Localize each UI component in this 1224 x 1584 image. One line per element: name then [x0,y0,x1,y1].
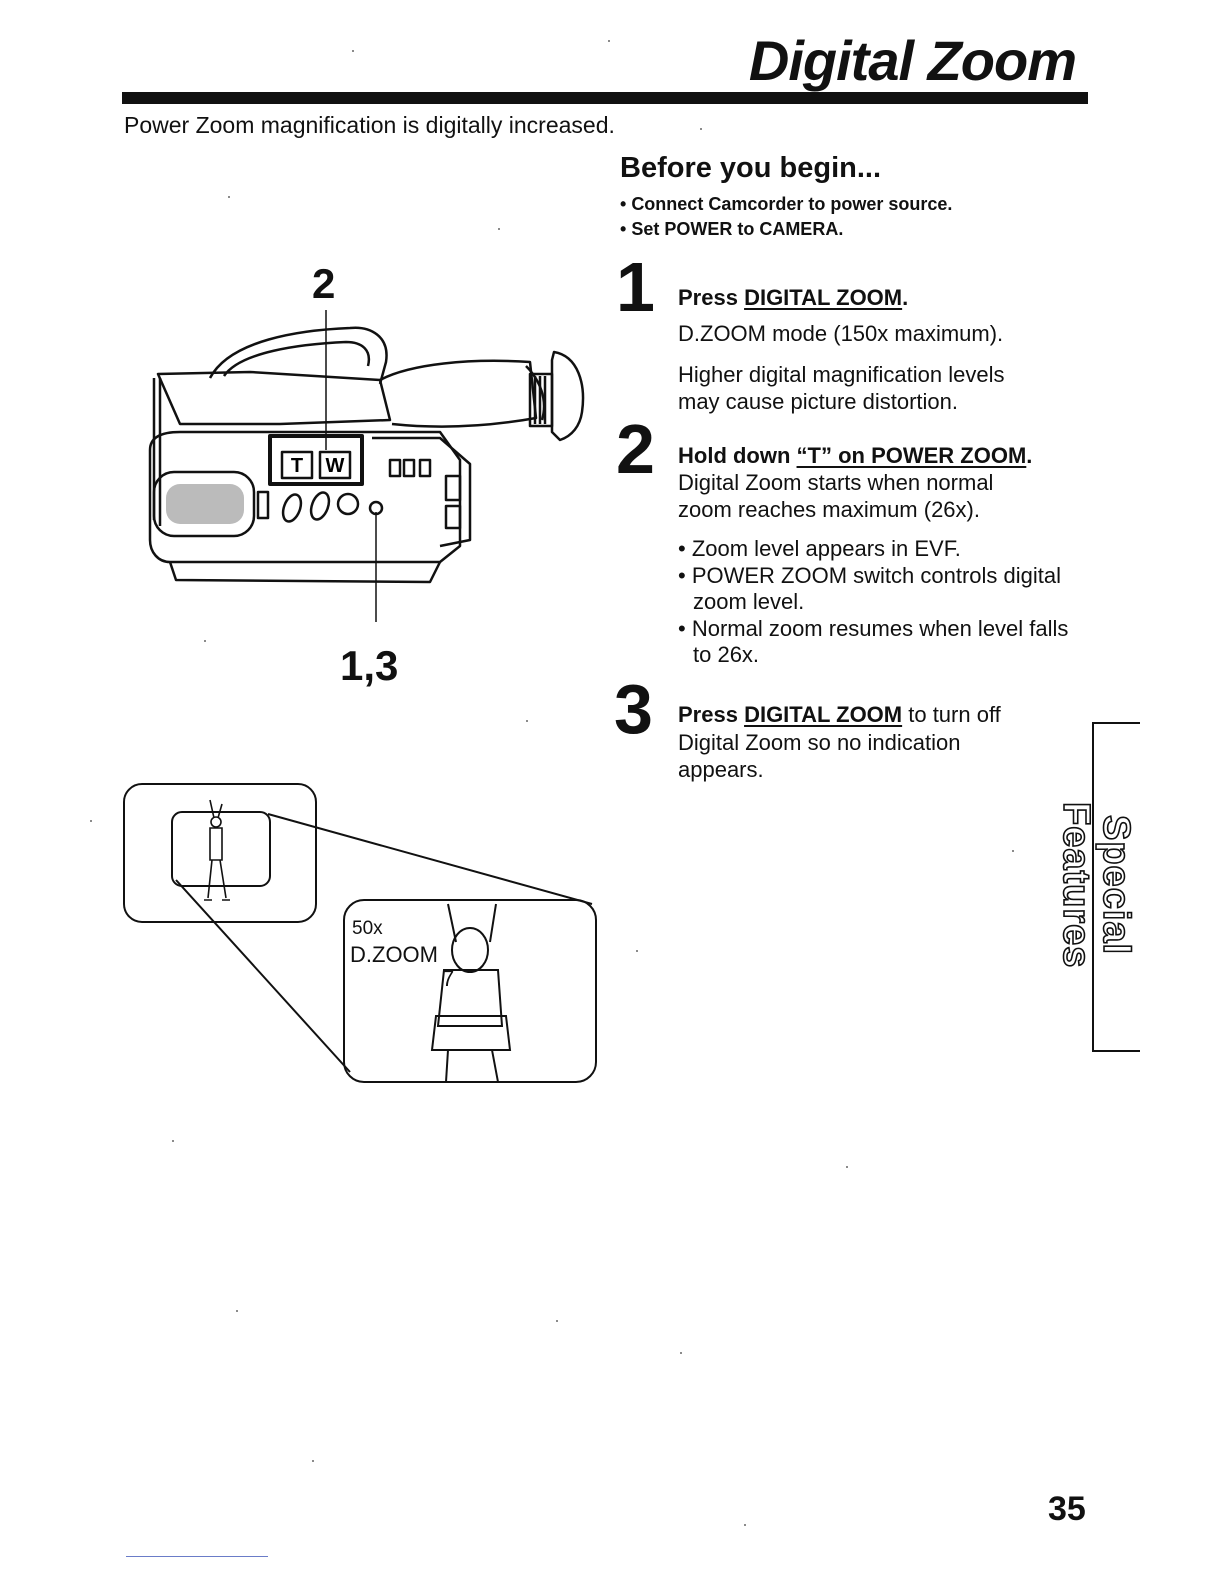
step-3-heading: Press DIGITAL ZOOM to turn off [678,702,1001,727]
scan-speck [608,40,610,42]
step-3-text-line1: Digital Zoom so no indication [678,730,961,755]
list-item: POWER ZOOM switch controls digital zoom … [678,563,1078,616]
section-tab-label: Special Features [1054,801,1138,969]
step-2-bullets: Zoom level appears in EVF. POWER ZOOM sw… [678,536,1078,669]
zoom-t-label: T [291,455,303,477]
scan-speck [236,1310,238,1312]
zoom-connector [267,813,593,905]
step-3-number: 3 [614,670,653,748]
speaker-grille-dots [166,484,244,524]
digital-zoom-button-ref: DIGITAL ZOOM [744,702,903,727]
zoom-w-label: W [326,455,345,477]
step-1-note-line1: Higher digital magnification levels [678,362,1005,387]
scan-speck [228,196,230,198]
title-rule [122,92,1088,104]
step-2-text-line2: zoom reaches maximum (26x). [678,497,980,522]
intro-text: Power Zoom magnification is digitally in… [124,112,615,138]
step-3-text-line2: appears. [678,757,764,782]
scan-speck [312,1460,314,1462]
scan-speck [700,128,702,130]
power-zoom-ref: “T” on POWER ZOOM [796,443,1027,468]
zoom-region [171,811,271,887]
scan-speck [204,640,206,642]
scan-speck [90,820,92,822]
player-small-icon [204,799,230,901]
step-1-number: 1 [616,248,655,326]
step-1-text: D.ZOOM mode (150x maximum). [678,321,1004,346]
viewfinder-zoom-level: 50x [352,918,383,939]
list-item: Connect Camcorder to power source. [620,192,952,217]
callout-steps-1-3: 1,3 [340,642,399,689]
step-1-heading: Press DIGITAL ZOOM. [678,285,909,310]
scan-speck [1012,850,1014,852]
before-you-begin-heading: Before you begin... [620,152,882,184]
scan-speck [744,1524,746,1526]
scan-speck [636,950,638,952]
digital-zoom-button-ref: DIGITAL ZOOM [744,285,903,310]
list-item: Set POWER to CAMERA. [620,217,952,242]
zoom-example-illustration: 50x D.ZOOM 7 [123,783,597,1083]
zoomed-view-frame [343,899,597,1083]
step-1-note-line2: may cause picture distortion. [678,389,959,414]
page-number: 35 [1048,1490,1086,1528]
zoom-connector [175,879,351,1073]
scan-speck [846,1166,848,1168]
scan-speck [498,228,500,230]
section-tab-frame [1092,722,1140,1052]
scan-speck [680,1352,682,1354]
viewfinder-mode: D.ZOOM [350,942,438,967]
jersey-number: 7 [442,966,454,991]
step-2-heading: Hold down “T” on POWER ZOOM. [678,443,1033,468]
step-2-text-line1: Digital Zoom starts when normal [678,470,994,495]
scan-speck [172,1140,174,1142]
camcorder-body [148,326,585,584]
scan-speck [526,720,528,722]
page-title: Digital Zoom [748,29,1077,92]
normal-view-frame [123,783,317,923]
footer-line [126,1556,268,1557]
before-you-begin-list: Connect Camcorder to power source. Set P… [620,192,952,242]
scan-speck [352,50,354,52]
step-2-number: 2 [616,410,655,488]
callout-step-2: 2 [312,260,336,307]
camcorder-illustration: T W [148,310,585,622]
list-item: Normal zoom resumes when level falls to … [678,616,1078,669]
player-large-icon [430,903,512,1083]
list-item: Zoom level appears in EVF. [678,536,1078,563]
scan-speck [556,1320,558,1322]
